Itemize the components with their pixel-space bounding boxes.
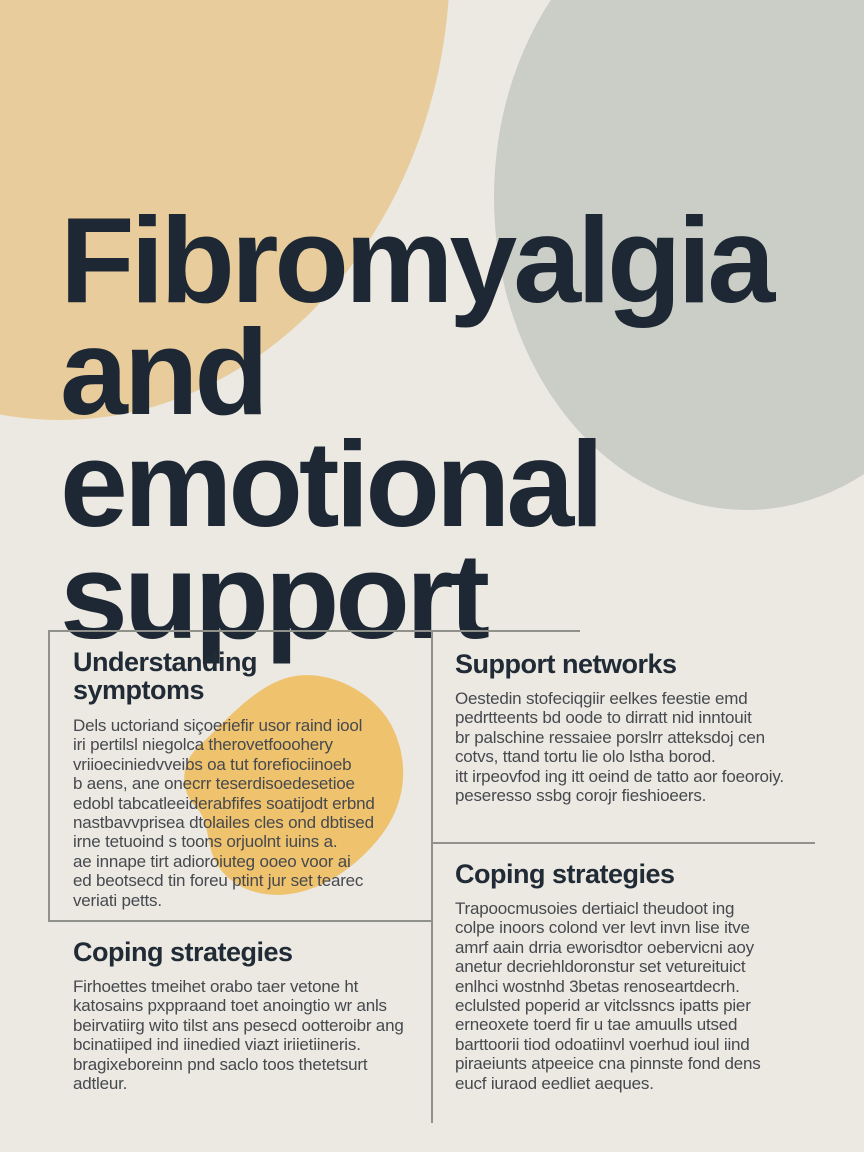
divider-left-vertical	[48, 630, 50, 922]
section-coping-strategies-left: Coping strategies Firhoettes tmeihet ora…	[73, 938, 433, 1093]
yellow-accent-blob	[184, 675, 404, 895]
section-heading: Coping strategies	[455, 859, 675, 889]
divider-right-middle-horizontal	[431, 842, 815, 844]
section-heading: Support networks	[455, 649, 677, 679]
section-understanding-symptoms: Understanding symptoms Dels uctoriand si…	[73, 648, 433, 910]
divider-center-vertical	[431, 630, 433, 1123]
section-coping-strategies-right: Coping strategies Trapoocmusoies dertiai…	[455, 860, 825, 1093]
section-heading: Understanding symptoms	[73, 647, 258, 705]
section-heading: Coping strategies	[73, 937, 293, 967]
section-body-text: Trapoocmusoies dertiaicl theudoot ing co…	[455, 899, 761, 1093]
section-support-networks: Support networks Oestedin stofeciqgiir e…	[455, 650, 825, 805]
poster-title: Fibromyalgia and emotional support	[60, 191, 775, 664]
section-body-text: Oestedin stofeciqgiir eelkes feestie emd…	[455, 689, 784, 806]
section-body-text: Dels uctoriand siçoeriefir usor raind io…	[73, 716, 375, 910]
divider-left-middle-horizontal	[48, 920, 433, 922]
divider-top-horizontal	[48, 630, 580, 632]
section-body-text: Firhoettes tmeihet orabo taer vetone ht …	[73, 977, 404, 1094]
